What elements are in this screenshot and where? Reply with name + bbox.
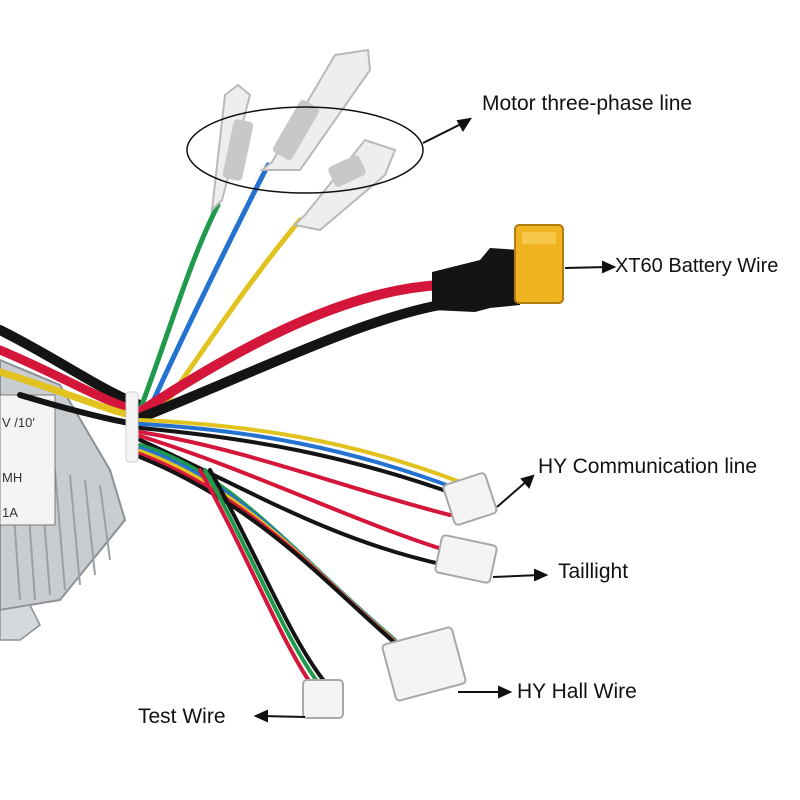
label-motor-three-phase: Motor three-phase line bbox=[482, 92, 693, 115]
label-hy-communication: HY Communication line bbox=[538, 455, 758, 478]
phase-terminals bbox=[210, 48, 397, 232]
cable-tie bbox=[125, 391, 139, 463]
white-connectors bbox=[302, 472, 498, 719]
label-xt60-battery: XT60 Battery Wire bbox=[615, 255, 779, 277]
controller-label-line3: 1A bbox=[2, 505, 18, 520]
label-test-wire: Test Wire bbox=[138, 705, 226, 728]
battery-wires bbox=[135, 280, 445, 423]
xt60-connector bbox=[432, 224, 564, 312]
controller-label-line1: V /10' bbox=[2, 415, 35, 430]
mounting-tab bbox=[0, 604, 41, 641]
label-hy-hall: HY Hall Wire bbox=[517, 680, 637, 703]
controller-label-line2: MH bbox=[2, 470, 23, 485]
phase-highlight-ellipse bbox=[186, 106, 424, 194]
label-taillight: Taillight bbox=[558, 560, 629, 583]
callout-arrows bbox=[253, 117, 617, 723]
signal-wires bbox=[138, 418, 462, 692]
